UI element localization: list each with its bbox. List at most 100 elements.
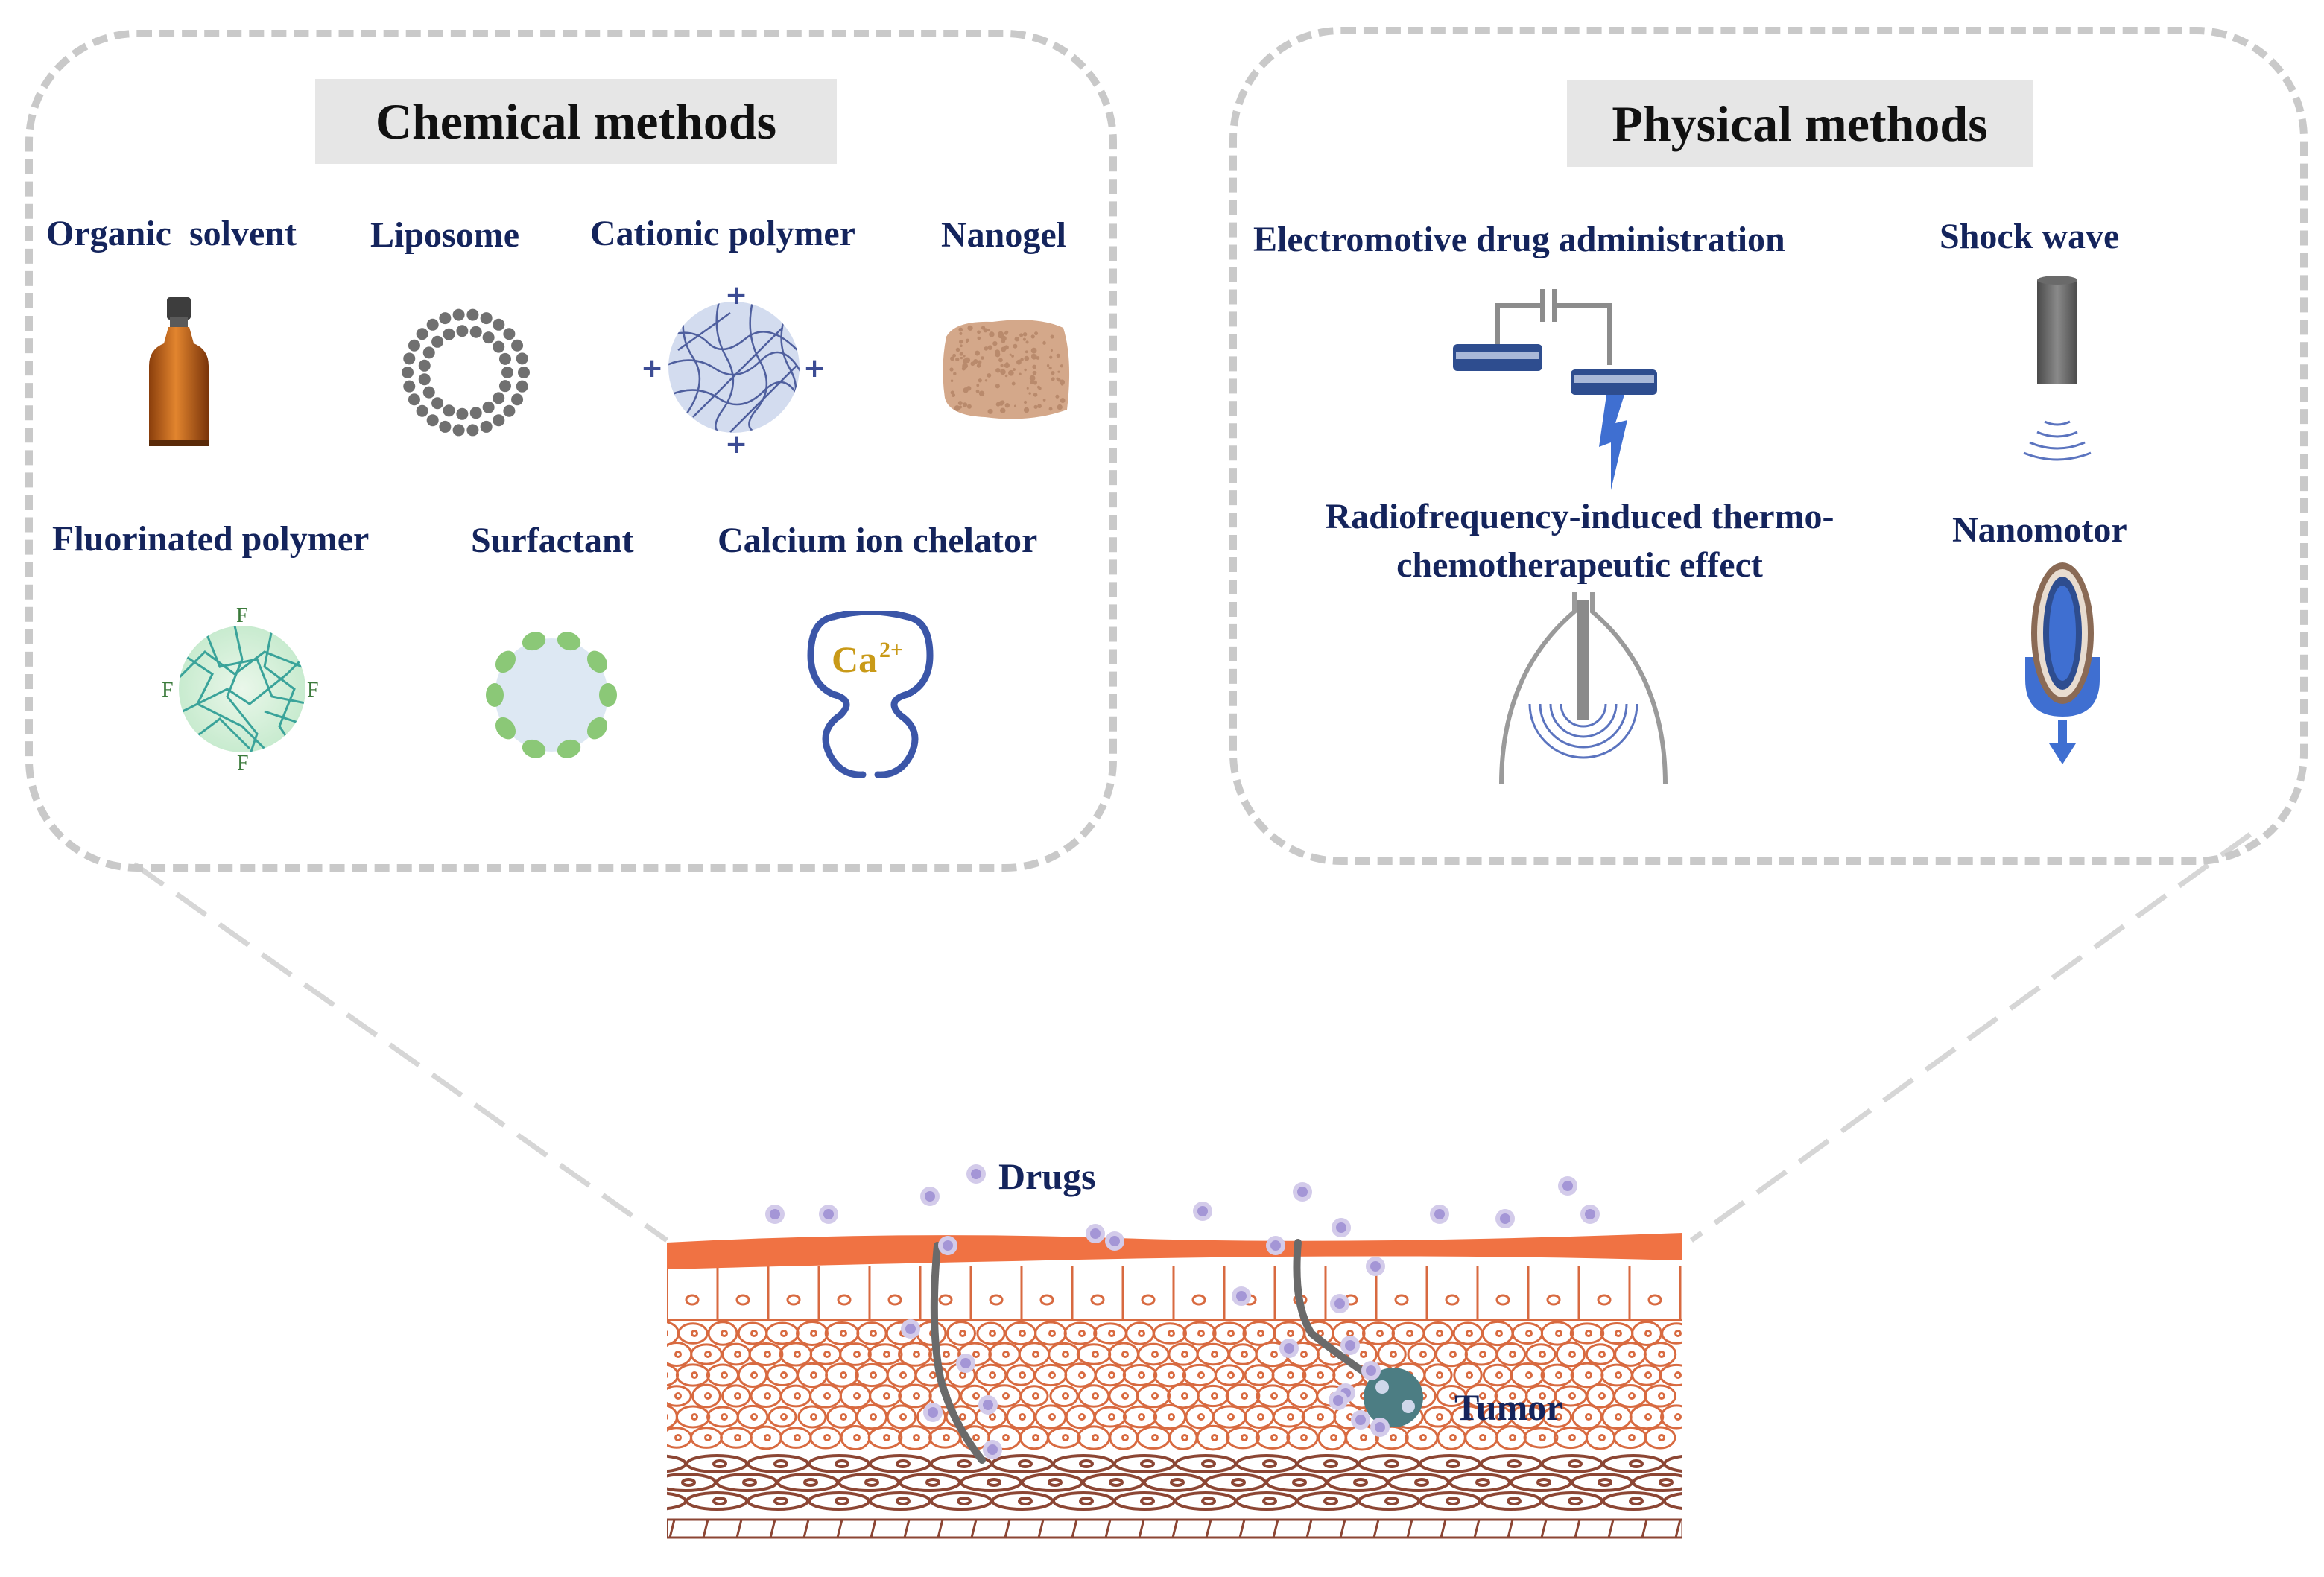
nanogel-speckle (987, 329, 990, 331)
basement-tick (1574, 1519, 1581, 1538)
nanogel-speckle (967, 325, 973, 331)
nanogel-speckle (1055, 394, 1060, 399)
nanogel-speckle (958, 327, 963, 332)
physical-methods-title: Physical methods (1567, 80, 2033, 167)
label-nanogel: Nanogel (941, 215, 1066, 255)
drug-particle-core (770, 1209, 780, 1219)
tissue-cell (1361, 1321, 1396, 1345)
bottle-icon (149, 297, 209, 446)
tissue-nucleus (1479, 1392, 1486, 1400)
tissue-nucleus (1138, 1330, 1145, 1337)
tissue-cell (1047, 1427, 1081, 1449)
liposome-lipid (516, 352, 528, 365)
nanogel-speckle (992, 341, 998, 346)
nanogel-speckle (976, 384, 980, 387)
deep-tissue-nucleus (1170, 1478, 1185, 1487)
tissue-nucleus (1168, 1413, 1175, 1421)
tissue-nucleus (667, 1414, 668, 1420)
tissue-nucleus (1108, 1413, 1115, 1421)
deep-tissue-nucleus (1629, 1459, 1644, 1468)
epithelial-nucleus (1495, 1294, 1510, 1306)
drug-particle-core (1500, 1213, 1510, 1224)
tissue-nucleus (913, 1392, 920, 1400)
liposome-lipid (469, 326, 482, 338)
nanogel-speckle (1011, 355, 1014, 358)
surfactant-bead (495, 650, 516, 673)
tissue-cell (1122, 1363, 1158, 1387)
surfactant-bead (486, 683, 504, 707)
radiofrequency-icon (1499, 592, 1668, 785)
tissue-nucleus (1466, 1413, 1473, 1421)
tissue-cell (707, 1321, 738, 1346)
liposome-lipid (418, 359, 431, 372)
penetration-path-left (930, 1242, 986, 1464)
tissue-nucleus (1019, 1330, 1026, 1337)
tissue-nucleus (1644, 1413, 1652, 1421)
tissue-nucleus (1211, 1434, 1218, 1441)
tissue-cell (1629, 1403, 1665, 1430)
tumor-mass (1364, 1368, 1423, 1427)
drug-particle-core (1375, 1422, 1385, 1432)
tissue-cell (1212, 1321, 1247, 1345)
tissue-nucleus (870, 1371, 877, 1379)
tissue-cell (675, 1363, 711, 1387)
tissue-cell (1122, 1405, 1158, 1429)
tissue-nucleus (794, 1434, 801, 1441)
nanogel-speckle (987, 373, 992, 378)
svg-text:F: F (162, 679, 174, 702)
nanogel-speckle (1022, 332, 1028, 337)
basement-tick (668, 1519, 676, 1538)
tissue-nucleus (1644, 1330, 1652, 1337)
tissue-nucleus (913, 1434, 920, 1441)
basement-tick (1674, 1519, 1682, 1538)
nanogel-speckle (960, 356, 963, 360)
deep-tissue-nucleus (987, 1478, 1001, 1487)
deep-tissue-nucleus (803, 1478, 818, 1487)
deep-tissue-nucleus (1384, 1497, 1399, 1505)
surfactant-bead (522, 632, 546, 651)
tissue-nucleus (1317, 1371, 1324, 1379)
tissue-cell (1571, 1403, 1603, 1430)
tissue-nucleus (1346, 1371, 1354, 1379)
tissue-nucleus (1257, 1371, 1264, 1379)
svg-text:+: + (725, 429, 747, 454)
nanogel-speckle (955, 357, 960, 362)
deep-tissue-nucleus (773, 1497, 788, 1505)
basement-tick (702, 1519, 709, 1538)
nanogel-speckle (1033, 380, 1037, 385)
nanogel-speckle (998, 358, 1003, 363)
deep-tissue-nucleus (1446, 1497, 1460, 1505)
nanogel-speckle (1051, 371, 1055, 375)
tissue-nucleus (1509, 1392, 1516, 1400)
liposome-lipid (498, 352, 511, 365)
tissue-nucleus (1585, 1413, 1592, 1421)
epithelial-nucleus (786, 1294, 801, 1306)
label-fluorinated-polymer: Fluorinated polymer (52, 519, 370, 559)
tissue-nucleus (1568, 1351, 1576, 1358)
epithelial-nucleus (938, 1294, 953, 1306)
tissue-cell (721, 1384, 751, 1408)
nanogel-speckle (1057, 404, 1063, 410)
tissue-cell (1093, 1406, 1127, 1428)
liposome-lipid (426, 318, 439, 331)
liposome-lipid (431, 397, 444, 410)
basement-tick (1473, 1519, 1481, 1538)
liposome-lipid (443, 328, 455, 340)
liposome-lipid (493, 318, 505, 331)
deep-tissue-nucleus (1414, 1478, 1429, 1487)
tissue-nucleus (1628, 1434, 1636, 1441)
drug-particle-core (1270, 1240, 1281, 1251)
tissue-nucleus (1495, 1413, 1503, 1421)
basement-tick (970, 1519, 978, 1538)
tissue-cell (855, 1403, 888, 1430)
tissue-nucleus (1598, 1351, 1606, 1358)
tissue-nucleus (1227, 1371, 1235, 1379)
basement-tick (836, 1519, 843, 1538)
fluorinated-polymer-icon: F F F F (162, 607, 319, 771)
liposome-lipid (493, 414, 505, 427)
liposome-lipid (431, 335, 444, 348)
basement-tick (1138, 1519, 1145, 1538)
tissue-nucleus (853, 1392, 861, 1400)
deep-tissue-nucleus (1262, 1459, 1277, 1468)
tissue-nucleus (750, 1330, 758, 1337)
